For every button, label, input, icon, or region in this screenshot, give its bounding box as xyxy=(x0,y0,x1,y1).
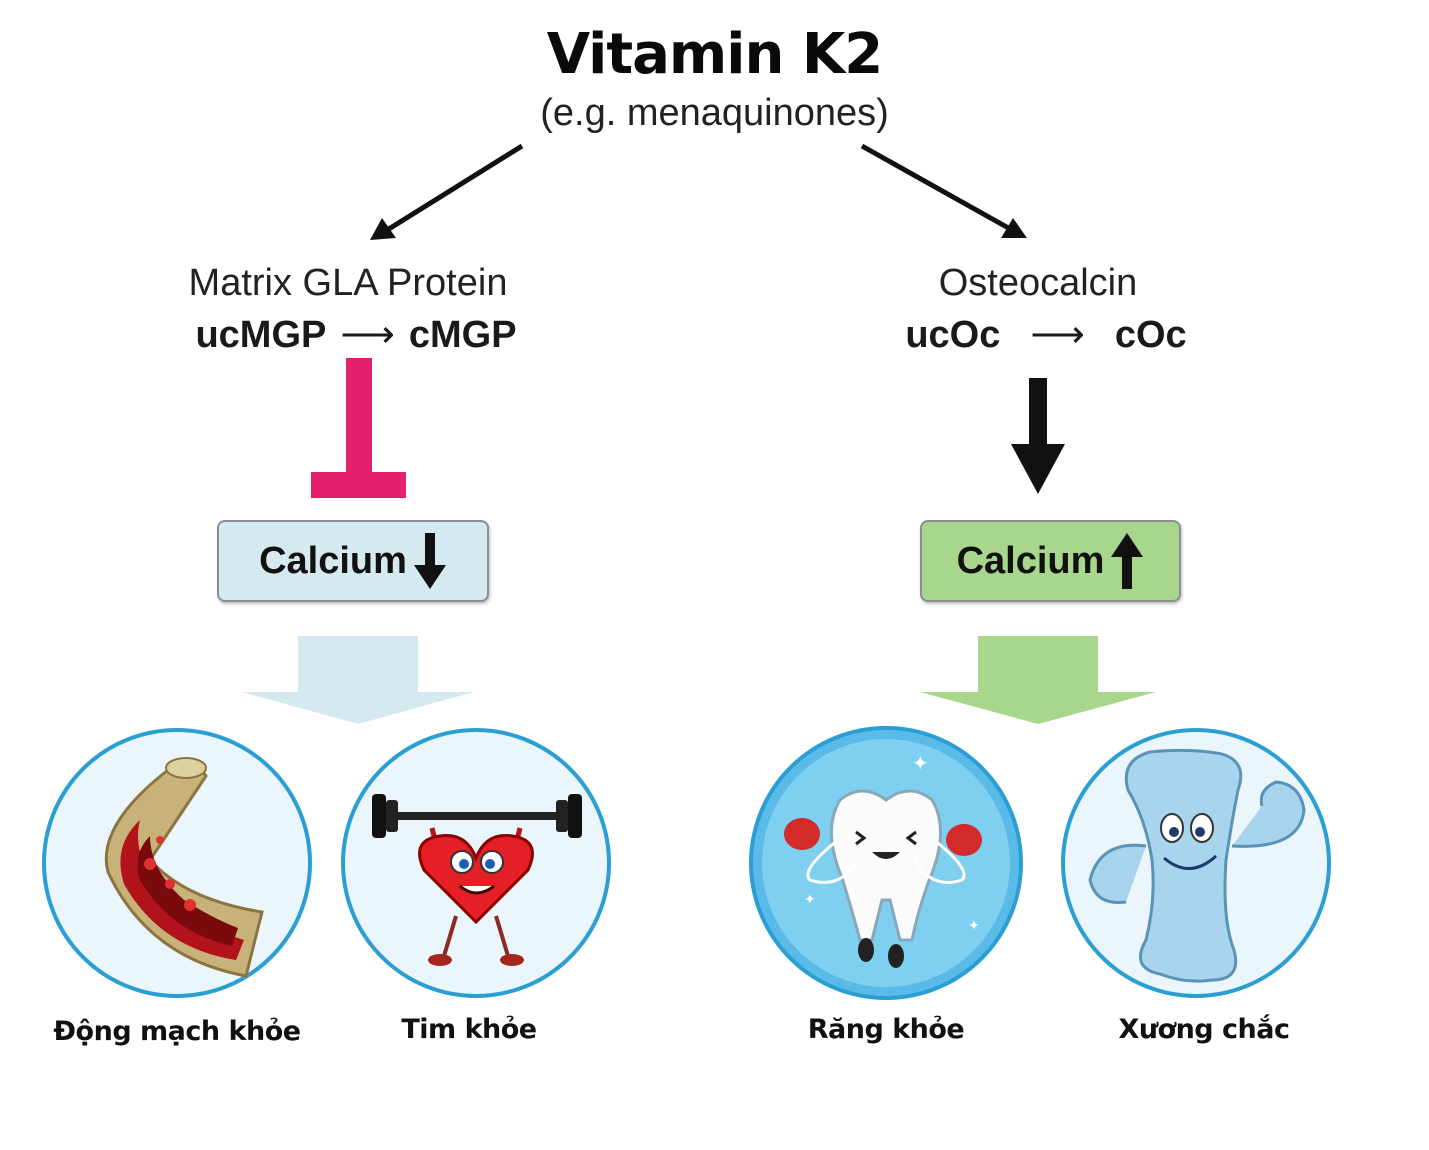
arrow-to-mgp-icon xyxy=(370,143,524,240)
diagram-subtitle: (e.g. menaquinones) xyxy=(540,92,889,134)
reaction-to-oc: cOc xyxy=(1114,314,1187,356)
reaction-mgp: ucMGP ⟶ cMGP xyxy=(126,312,586,357)
protein-name-mgp: Matrix GLA Protein xyxy=(188,262,508,304)
diagram-title: Vitamin K2 xyxy=(546,22,883,87)
caption-artery: Động mạch khỏe xyxy=(53,1016,301,1047)
protein-name-osteocalcin: Osteocalcin xyxy=(938,262,1138,304)
arrow-down-icon xyxy=(413,533,446,589)
tooth-boxing-icon: ✦ ✦ ✦ xyxy=(749,726,1023,1000)
svg-text:✦: ✦ xyxy=(968,918,980,934)
promotion-arrow-icon xyxy=(1011,378,1065,494)
arrow-to-osteocalcin-icon xyxy=(860,143,1027,238)
bone-flexing-icon xyxy=(1061,728,1331,998)
reaction-osteocalcin: ucOc ⟶ cOc xyxy=(816,312,1276,357)
arrow-up-icon xyxy=(1111,533,1144,589)
caption-bones: Xương chắc xyxy=(1118,1014,1291,1045)
flow-arrow-right-icon xyxy=(920,636,1156,724)
flow-arrow-left-icon xyxy=(242,636,474,724)
calcium-label-high: Calcium xyxy=(956,539,1105,582)
reaction-from-mgp: ucMGP xyxy=(195,314,327,356)
heart-lifting-icon xyxy=(341,728,611,998)
reaction-from-oc: ucOc xyxy=(905,314,1001,356)
artery-icon xyxy=(42,728,312,998)
reaction-to-mgp: cMGP xyxy=(408,314,517,356)
svg-text:✦: ✦ xyxy=(912,751,929,775)
caption-heart: Tim khỏe xyxy=(401,1014,537,1045)
caption-teeth: Răng khỏe xyxy=(807,1014,965,1045)
calcium-box-low: Calcium xyxy=(217,520,489,602)
reaction-arrow-icon: ⟶ xyxy=(340,314,395,356)
calcium-label-low: Calcium xyxy=(259,539,407,582)
inhibition-bar-icon xyxy=(311,358,406,498)
svg-text:✦: ✦ xyxy=(804,892,816,908)
reaction-arrow-icon: ⟶ xyxy=(1030,314,1085,356)
calcium-box-high: Calcium xyxy=(920,520,1181,602)
